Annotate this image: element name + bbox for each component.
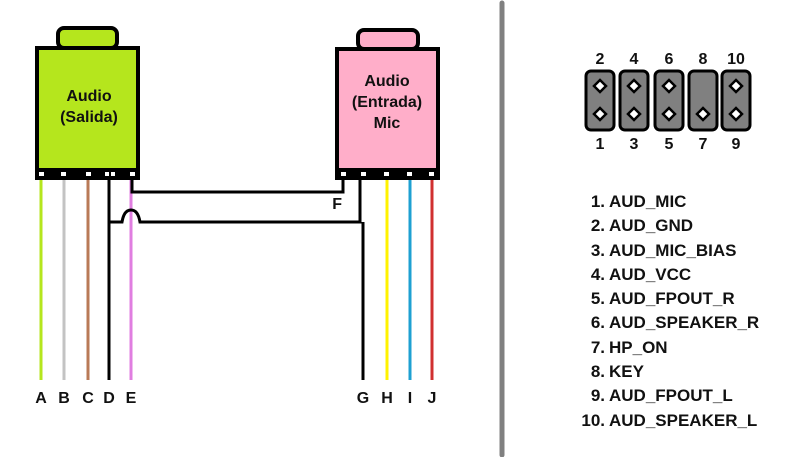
right-connector-body [335, 47, 440, 172]
header-bottom-label: 1 [596, 136, 605, 153]
header-pin [626, 78, 642, 94]
left-connector-title-line2: (Salida) [60, 109, 118, 126]
wire-label-i: I [408, 390, 412, 407]
header-top-label: 2 [596, 51, 605, 68]
wire-e-to-mic-pin1 [130, 180, 345, 194]
header-pin-pair [687, 69, 719, 132]
header-pin [661, 78, 677, 94]
header-top-label: 8 [699, 51, 708, 68]
header-pin [626, 106, 642, 122]
pinout-item: 2.AUD_GND [590, 216, 694, 236]
header-pin [592, 106, 608, 122]
right-connector-tab [356, 28, 420, 51]
header-pin [661, 106, 677, 122]
wire-label-h: H [381, 390, 393, 407]
pinout-item: 10.AUD_SPEAKER_L [581, 410, 758, 430]
pinout-item: 1.AUD_MIC [590, 192, 687, 211]
pinout-item: 3.AUD_MIC_BIAS [590, 240, 737, 260]
right-connector: Audio (Entrada) Mic [335, 28, 440, 180]
header-pin [728, 106, 744, 122]
pinout-list: 1.AUD_MIC 2.AUD_GND 3.AUD_MIC_BIAS 4.AUD… [572, 190, 759, 433]
junction-label: F [332, 196, 342, 213]
wire-label-j: J [428, 390, 437, 407]
header-bottom-label: 9 [732, 136, 741, 153]
right-connector-title-line1: Audio [364, 73, 410, 90]
pin-header: 2 1 4 3 6 5 8 7 10 9 [584, 51, 752, 153]
wire-label-c: C [82, 390, 94, 407]
wire-label-g: G [357, 390, 369, 407]
header-top-label: 6 [665, 51, 674, 68]
pinout-item: 7.HP_ON [590, 337, 668, 357]
bridge-wires: F [107, 180, 362, 224]
header-bottom-label: 5 [665, 136, 674, 153]
pinout-item: 9.AUD_FPOUT_L [590, 386, 733, 406]
pinout-item: 4.AUD_VCC [590, 264, 692, 284]
header-bottom-label: 3 [630, 136, 639, 153]
header-pin [592, 78, 608, 94]
header-top-label: 4 [630, 51, 639, 68]
left-connector-title-line1: Audio [66, 88, 112, 105]
left-connector: Audio (Salida) [35, 26, 140, 180]
pinout-item: 5.AUD_FPOUT_R [590, 289, 735, 309]
pinout-item: 8.KEY [590, 362, 644, 382]
right-connector-title-line2: (Entrada) [352, 94, 422, 111]
header-pin [728, 78, 744, 94]
header-bottom-label: 7 [699, 136, 708, 153]
header-top-label: 10 [727, 51, 745, 68]
right-connector-title-line3: Mic [374, 115, 401, 132]
pinout-item: 6.AUD_SPEAKER_R [590, 313, 760, 333]
wire-d-to-mic-pin2 [107, 180, 362, 224]
wire-label-b: B [58, 390, 70, 407]
wire-label-a: A [35, 390, 47, 407]
header-pin [695, 106, 711, 122]
left-connector-body [35, 46, 140, 172]
wire-label-e: E [126, 390, 137, 407]
left-connector-tab [56, 26, 119, 50]
wire-label-d: D [103, 390, 115, 407]
